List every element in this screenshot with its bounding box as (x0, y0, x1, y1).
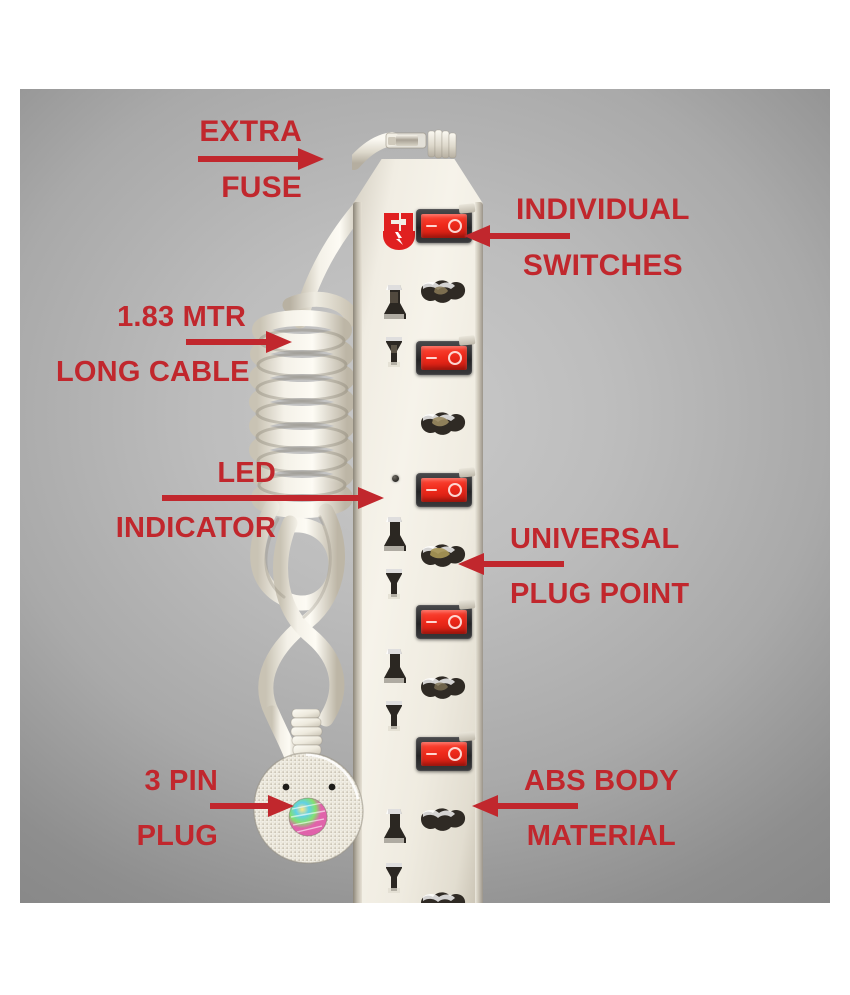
annotation-led-indicator-line1: LED (217, 457, 276, 489)
strip-left-edge (353, 201, 362, 903)
annotation-three-pin-plug: 3 PIN PLUG (108, 767, 218, 851)
rocker-switch-1[interactable] (416, 209, 472, 243)
rocker-switch-4[interactable] (416, 605, 472, 639)
annotation-universal-plug-point-line1: UNIVERSAL (510, 523, 680, 555)
arrow-universal-plug-point (458, 551, 564, 577)
socket-universal-4[interactable] (415, 673, 473, 703)
annotation-long-cable: 1.83 MTR LONG CABLE (56, 301, 250, 388)
annotation-universal-plug-point-line2: PLUG POINT (510, 578, 690, 610)
rocker-switch-5[interactable] (416, 737, 472, 771)
annotation-individual-switches: INDIVIDUAL SWITCHES (516, 195, 690, 281)
socket-earth-6[interactable] (377, 697, 411, 737)
annotation-long-cable-line1: 1.83 MTR (117, 301, 246, 333)
arrow-individual-switches (464, 223, 570, 249)
socket-earth-5[interactable] (377, 647, 411, 687)
annotation-led-indicator-line2: INDICATOR (115, 512, 276, 544)
socket-earth-7[interactable] (377, 807, 411, 847)
strip-shell (353, 159, 483, 903)
mains-plug (236, 708, 376, 879)
rocker-switch-5-rocker[interactable] (421, 742, 467, 766)
led-lamp (392, 475, 399, 482)
arrow-led-indicator (162, 485, 384, 511)
product-photo: EXTRA FUSE INDIVIDUAL SWITCHES 1.83 MTR … (20, 89, 830, 903)
annotation-long-cable-line2: LONG CABLE (56, 356, 250, 388)
socket-universal-2[interactable] (415, 409, 473, 439)
annotation-abs-body-material: ABS BODY MATERIAL (524, 767, 679, 851)
rocker-switch-2[interactable] (416, 341, 472, 375)
rocker-switch-3[interactable] (416, 473, 472, 507)
rocker-switch-3-rocker[interactable] (421, 478, 467, 502)
socket-earth-4[interactable] (377, 565, 411, 605)
rocker-switch-1-rocker[interactable] (421, 214, 467, 238)
socket-universal-1[interactable] (415, 277, 473, 307)
annotation-universal-plug-point: UNIVERSAL PLUG POINT (510, 525, 689, 609)
switch-on-mark-icon (447, 219, 462, 233)
switch-on-mark-icon (447, 483, 462, 497)
switch-off-mark-icon (426, 488, 438, 492)
switch-on-mark-icon (447, 747, 462, 761)
strip-right-edge (475, 201, 483, 903)
annotation-extra-fuse: EXTRA FUSE (172, 117, 302, 203)
switch-off-mark-icon (426, 752, 438, 756)
fuse-holder (347, 129, 464, 175)
annotation-extra-fuse-line1: EXTRA (199, 115, 302, 148)
socket-earth-1[interactable] (377, 283, 411, 323)
switch-off-mark-icon (426, 356, 438, 360)
arrow-extra-fuse (198, 146, 324, 172)
socket-earth-2[interactable] (377, 333, 411, 373)
strip-body (353, 159, 483, 903)
annotation-three-pin-plug-line1: 3 PIN (144, 765, 218, 797)
arrow-three-pin-plug (210, 793, 294, 819)
arrow-long-cable (186, 329, 292, 355)
annotation-individual-switches-line1: INDIVIDUAL (516, 193, 690, 226)
socket-earth-8[interactable] (377, 859, 411, 899)
switch-off-mark-icon (426, 224, 438, 228)
brand-logo-icon (381, 211, 417, 251)
switch-on-mark-icon (447, 351, 462, 365)
annotation-three-pin-plug-line2: PLUG (136, 820, 218, 852)
socket-universal-6[interactable] (415, 889, 473, 903)
switch-on-mark-icon (447, 615, 462, 629)
annotation-individual-switches-line2: SWITCHES (522, 249, 683, 282)
annotation-extra-fuse-line2: FUSE (221, 171, 302, 204)
annotation-led-indicator: LED INDICATOR (86, 459, 276, 543)
annotation-abs-body-material-line1: ABS BODY (524, 765, 679, 797)
power-cable (140, 125, 480, 825)
socket-earth-3[interactable] (377, 515, 411, 555)
arrow-abs-body-material (472, 793, 578, 819)
rocker-switch-4-rocker[interactable] (421, 610, 467, 634)
socket-universal-5[interactable] (415, 805, 473, 835)
rocker-switch-2-rocker[interactable] (421, 346, 467, 370)
switch-off-mark-icon (426, 620, 438, 624)
annotation-abs-body-material-line2: MATERIAL (526, 820, 676, 852)
socket-universal[interactable] (415, 541, 473, 571)
